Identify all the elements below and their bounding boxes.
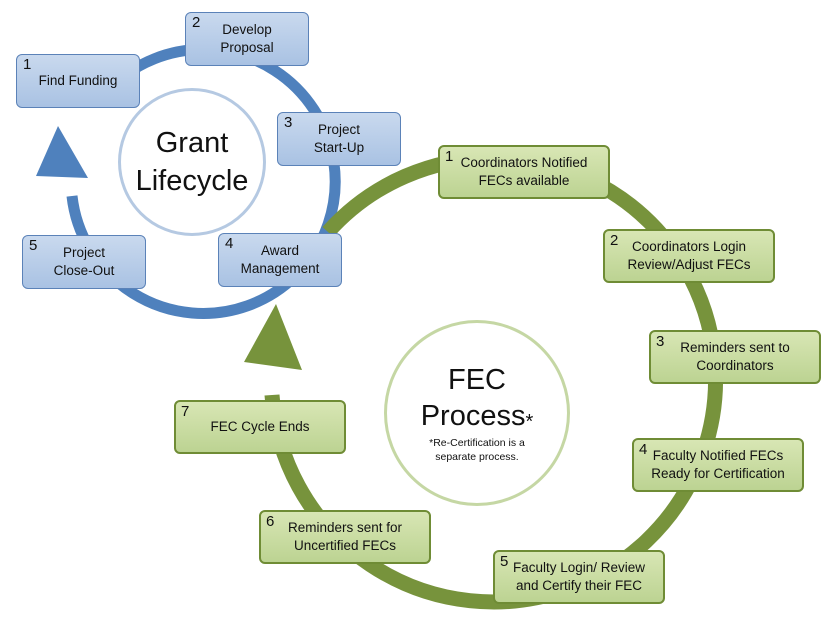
step-label-line1: FEC Cycle Ends xyxy=(210,419,310,434)
fec-note: *Re-Certification is a separate process. xyxy=(429,436,525,464)
step-number: 4 xyxy=(639,441,648,458)
step-label-line2: Coordinators xyxy=(696,358,774,373)
step-number: 4 xyxy=(225,235,234,252)
grant-step-project-start-up: 3 Project Start-Up xyxy=(277,112,401,166)
step-number: 6 xyxy=(266,513,275,530)
step-label-line2: FECs available xyxy=(478,173,570,188)
step-label-line1: Award xyxy=(260,243,300,258)
step-label-line2: Close-Out xyxy=(53,263,115,278)
fec-title-line1: FEC xyxy=(448,364,506,396)
step-number: 2 xyxy=(610,232,619,249)
step-label-line1: Coordinators Login xyxy=(631,239,747,254)
step-label-line2: Uncertified FECs xyxy=(293,538,397,553)
step-number: 1 xyxy=(23,56,32,73)
fec-step-cycle-ends: 7 FEC Cycle Ends xyxy=(174,400,346,454)
step-label-line2: Management xyxy=(240,261,320,276)
step-label-line2: Review/Adjust FECs xyxy=(627,257,751,272)
step-number: 1 xyxy=(445,148,454,165)
grant-title-line2: Lifecycle xyxy=(135,165,249,197)
step-label-line2: Proposal xyxy=(220,40,274,55)
fec-step-coordinators-notified: 1 Coordinators Notified FECs available xyxy=(438,145,610,199)
step-label-line1: Reminders sent to xyxy=(680,340,790,355)
grant-step-develop-proposal: 2 Develop Proposal xyxy=(185,12,309,66)
fec-process-title: FEC Process* *Re-Certification is a sepa… xyxy=(384,320,570,506)
step-number: 5 xyxy=(500,553,509,570)
step-label-line2: Ready for Certification xyxy=(651,466,785,481)
fec-title-line2: Process xyxy=(420,400,526,432)
step-number: 3 xyxy=(284,114,293,131)
grant-lifecycle-title: Grant Lifecycle xyxy=(118,88,266,236)
step-number: 2 xyxy=(192,14,201,31)
grant-step-award-management: 4 Award Management xyxy=(218,233,342,287)
step-label-line1: Project xyxy=(62,245,106,260)
fec-title-line2-wrap: Process* xyxy=(421,398,534,434)
step-label-line1: Coordinators Notified xyxy=(460,155,588,170)
fec-note-line2: separate process. xyxy=(435,451,519,463)
fec-step-faculty-login: 5 Faculty Login/ Review and Certify thei… xyxy=(493,550,665,604)
grant-step-project-close-out: 5 Project Close-Out xyxy=(22,235,146,289)
grant-step-find-funding: 1 Find Funding xyxy=(16,54,140,108)
fec-step-faculty-notified: 4 Faculty Notified FECs Ready for Certif… xyxy=(632,438,804,492)
step-label-line1: Find Funding xyxy=(38,73,118,88)
step-label-line1: Develop xyxy=(222,22,272,37)
step-label-line1: Faculty Login/ Review xyxy=(512,560,646,575)
fec-cycle-arrowhead xyxy=(244,304,302,370)
step-number: 5 xyxy=(29,237,38,254)
step-label-line2: and Certify their FEC xyxy=(515,578,643,593)
fec-asterisk: * xyxy=(525,411,534,433)
step-number: 3 xyxy=(656,333,665,350)
step-label-line1: Reminders sent for xyxy=(287,520,403,535)
step-label-line2: Start-Up xyxy=(313,140,365,155)
fec-step-coordinators-login: 2 Coordinators Login Review/Adjust FECs xyxy=(603,229,775,283)
step-number: 7 xyxy=(181,403,190,420)
fec-note-line1: *Re-Certification is a xyxy=(429,437,525,449)
fec-step-reminders-coordinators: 3 Reminders sent to Coordinators xyxy=(649,330,821,384)
step-label-line1: Faculty Notified FECs xyxy=(652,448,784,463)
step-label-line1: Project xyxy=(317,122,361,137)
fec-step-reminders-uncertified: 6 Reminders sent for Uncertified FECs xyxy=(259,510,431,564)
grant-cycle-arrowhead xyxy=(36,126,88,178)
grant-title-line1: Grant xyxy=(155,127,229,159)
